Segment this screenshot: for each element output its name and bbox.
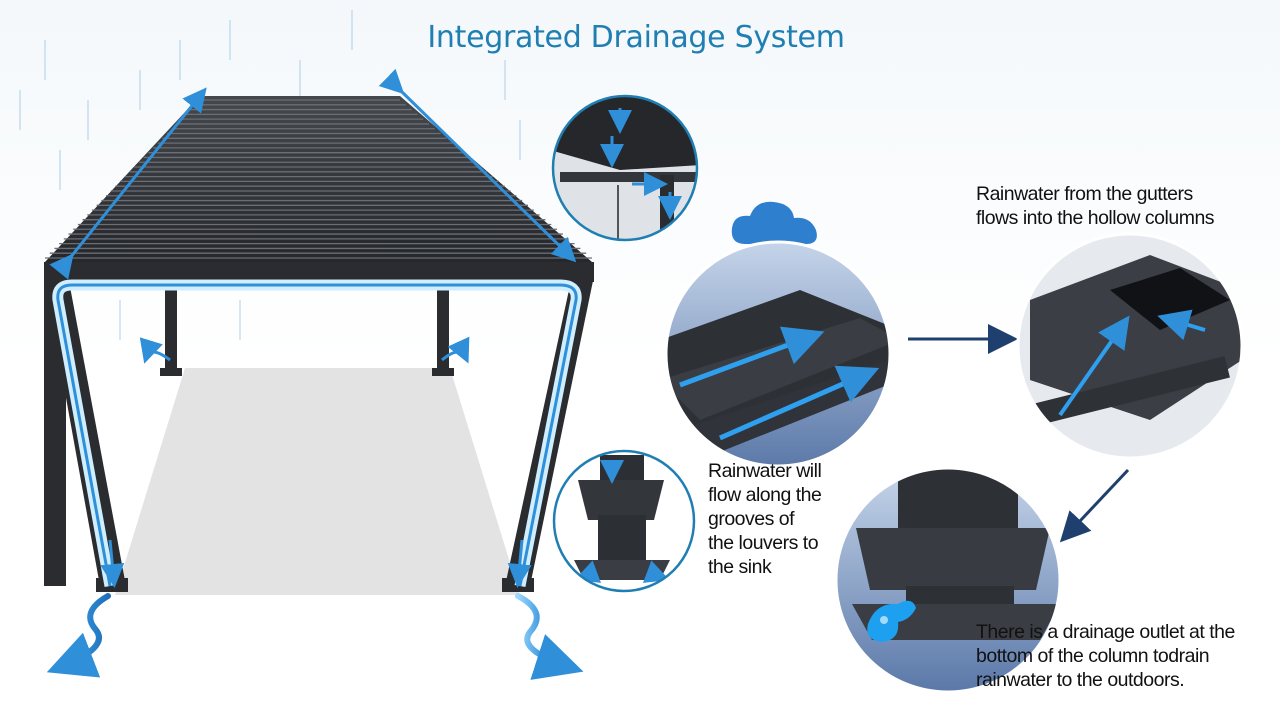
back-right-post <box>437 285 449 373</box>
caption-line: the louvers to <box>708 532 819 554</box>
page-title: Integrated Drainage System <box>427 20 845 55</box>
floor-area <box>115 368 520 595</box>
outflow-left <box>46 593 111 678</box>
outflow-right <box>515 593 584 680</box>
caption-line: flows into the hollow columns <box>976 207 1215 229</box>
caption-line: flow along the <box>708 484 822 506</box>
caption-line: Rainwater from the gutters <box>976 183 1193 205</box>
caption-line: bottom of the column todrain <box>976 645 1210 667</box>
roof-right-arrow <box>378 68 577 263</box>
caption-gutters: Rainwater from the gutters flows into th… <box>976 182 1215 230</box>
roof-left-arrow <box>49 87 207 280</box>
detail-hollow-column <box>1016 232 1244 460</box>
water-splash-icon <box>867 600 916 642</box>
pergola-structure <box>44 68 594 680</box>
caption-line: There is a drainage outlet at the <box>976 621 1235 643</box>
caption-line: Rainwater will <box>708 460 822 482</box>
caption-line: grooves of <box>708 508 795 530</box>
detail-roof-corner <box>551 94 699 242</box>
caption-line: rainwater to the outdoors. <box>976 669 1185 691</box>
detail-louver-grooves <box>664 240 892 468</box>
caption-line: the sink <box>708 556 772 578</box>
caption-outlet: There is a drainage outlet at the bottom… <box>976 620 1235 692</box>
front-beam <box>44 262 594 282</box>
caption-grooves: Rainwater will flow along the grooves of… <box>708 459 822 579</box>
back-left-post <box>165 285 177 373</box>
flow-arrow-down <box>1059 468 1130 543</box>
drain-channel-line <box>56 283 578 587</box>
detail-column-base <box>552 449 696 593</box>
